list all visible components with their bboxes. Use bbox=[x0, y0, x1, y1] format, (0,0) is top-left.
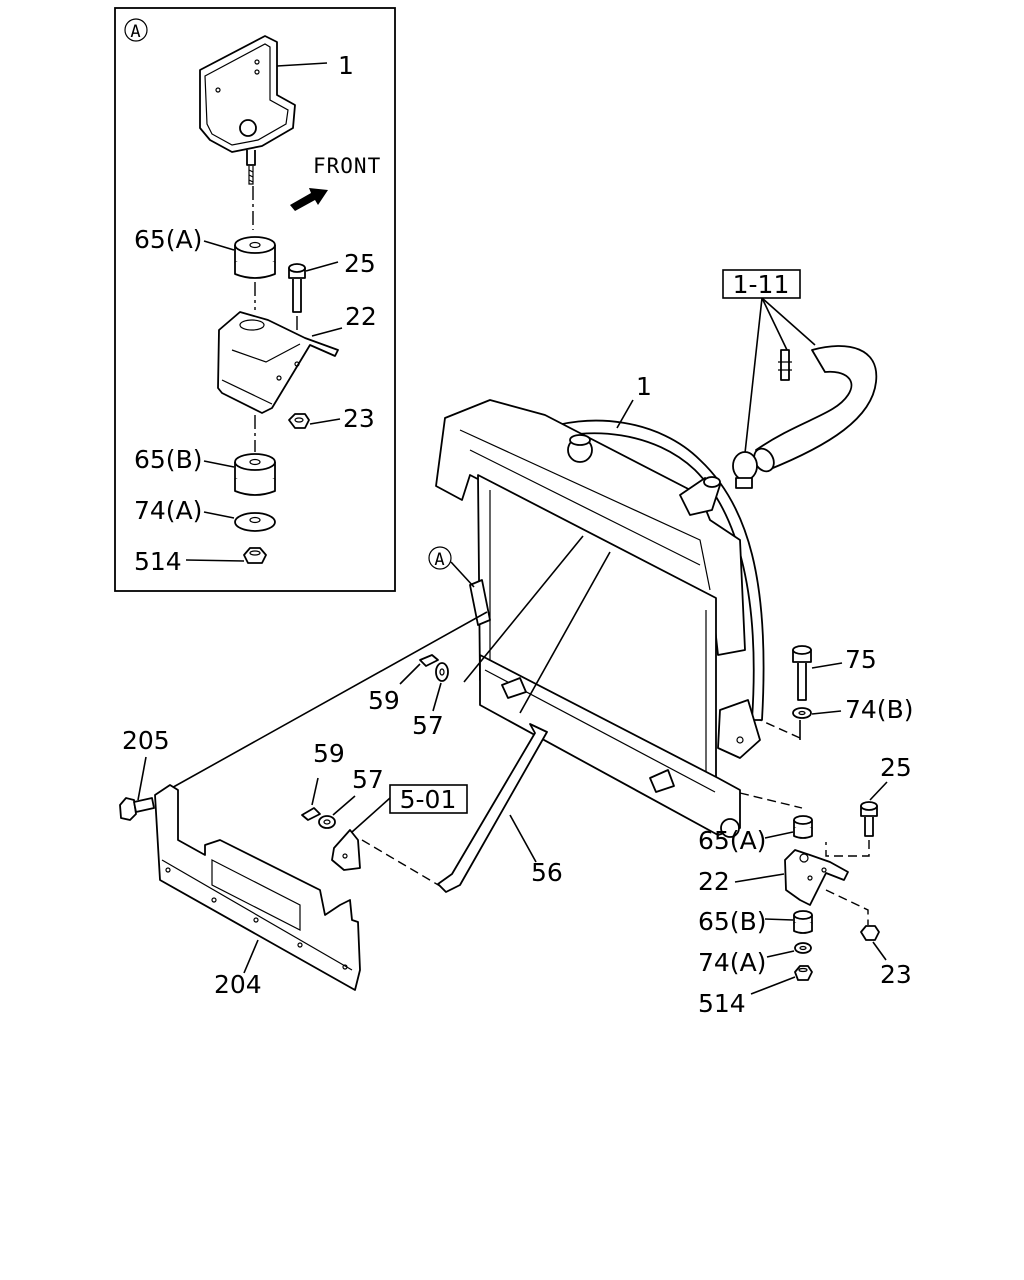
label-bolt-205: 205 bbox=[122, 726, 170, 755]
hose-ref-label: 1-11 bbox=[733, 270, 790, 299]
front-label: FRONT bbox=[313, 154, 381, 178]
right-bolt-part bbox=[860, 801, 878, 837]
clip-lower-part bbox=[301, 807, 321, 821]
detail-label-plate: 22 bbox=[345, 302, 377, 331]
detail-label-bottom-nut: 514 bbox=[134, 547, 182, 576]
clip-upper-part bbox=[419, 654, 439, 667]
label-washer-lower: 57 bbox=[352, 765, 384, 794]
detail-bolt-part bbox=[288, 263, 306, 313]
detail-label-bracket: 1 bbox=[338, 51, 354, 80]
detail-marker: A bbox=[130, 22, 141, 42]
hose-group: 1-11 bbox=[722, 269, 878, 489]
washer-lower-part bbox=[318, 815, 336, 829]
detail-inset-a: A 1 FRONT 65(A) bbox=[114, 7, 396, 592]
label-right-bolt: 25 bbox=[880, 753, 912, 782]
label-top-washer: 74(B) bbox=[845, 695, 913, 724]
radiator-part bbox=[435, 399, 765, 838]
tube-ref-box bbox=[389, 784, 468, 814]
label-washer-upper: 57 bbox=[412, 711, 444, 740]
tube-part bbox=[437, 723, 548, 893]
right-bottom-nut-part bbox=[794, 965, 813, 981]
tube-bracket-part bbox=[331, 829, 361, 871]
clamp-icon bbox=[732, 349, 792, 489]
mount-upper-part bbox=[234, 236, 276, 279]
detail-marker-circle bbox=[124, 18, 148, 42]
cover-part bbox=[154, 784, 361, 991]
label-right-mount-upper: 65(A) bbox=[698, 826, 766, 855]
detail-label-mount-lower: 65(B) bbox=[134, 445, 202, 474]
detail-label-bolt: 25 bbox=[344, 249, 376, 278]
right-washer-part bbox=[794, 942, 812, 954]
main-marker: A bbox=[434, 550, 445, 570]
detail-plate-part bbox=[217, 311, 339, 414]
top-bolt-part bbox=[792, 645, 812, 701]
tube-ref-label: 5-01 bbox=[400, 785, 457, 814]
main-marker-circle bbox=[428, 546, 452, 570]
label-top-bolt: 75 bbox=[845, 645, 877, 674]
detail-label-mount-upper: 65(A) bbox=[134, 225, 202, 254]
hose-ref-box bbox=[722, 269, 801, 299]
right-plate-part bbox=[784, 849, 849, 906]
label-cover: 204 bbox=[214, 970, 262, 999]
right-mount-upper-part bbox=[793, 815, 813, 839]
front-arrow-icon bbox=[290, 188, 328, 211]
right-nut-part bbox=[860, 925, 880, 941]
top-washer-part bbox=[792, 707, 812, 719]
label-right-bottom-nut: 514 bbox=[698, 989, 746, 1018]
label-radiator: 1 bbox=[636, 372, 652, 401]
washer-upper-part bbox=[435, 662, 449, 682]
right-mount-lower-part bbox=[793, 910, 813, 934]
detail-bottom-nut-part bbox=[243, 547, 267, 564]
detail-washer-part bbox=[234, 512, 276, 532]
mount-lower-part bbox=[234, 453, 276, 496]
label-right-washer: 74(A) bbox=[698, 948, 766, 977]
detail-nut-part bbox=[288, 413, 310, 429]
detail-label-washer: 74(A) bbox=[134, 496, 202, 525]
bracket-part bbox=[199, 35, 296, 185]
bolt-205-part bbox=[119, 797, 155, 821]
detail-label-nut: 23 bbox=[343, 404, 375, 433]
label-tube: 56 bbox=[531, 858, 563, 887]
label-right-nut: 23 bbox=[880, 960, 912, 989]
label-clip-upper: 59 bbox=[368, 686, 400, 715]
label-right-mount-lower: 65(B) bbox=[698, 907, 766, 936]
label-clip-lower: 59 bbox=[313, 739, 345, 768]
label-right-plate: 22 bbox=[698, 867, 730, 896]
